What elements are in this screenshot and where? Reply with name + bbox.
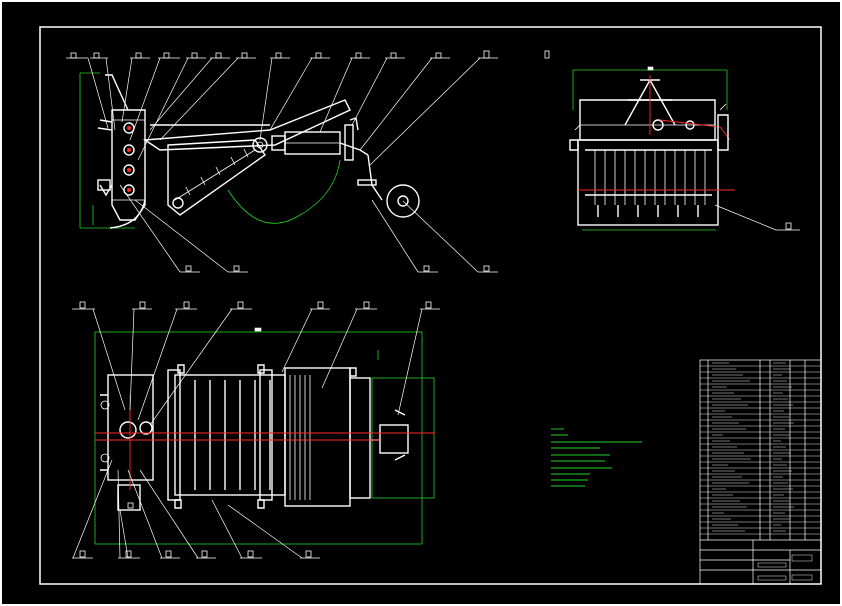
working-radius-arc — [227, 159, 341, 224]
title-block — [699, 359, 822, 585]
swing-arm — [167, 139, 266, 216]
callout-tag — [351, 52, 405, 126]
callout-tag — [129, 52, 180, 141]
callout-tag — [149, 52, 230, 131]
callout-tag — [785, 222, 792, 230]
plan-view-callouts — [72, 301, 440, 559]
parts-list-rows — [700, 362, 821, 535]
rotor-shield-arc — [109, 199, 146, 229]
callout-tag — [134, 199, 248, 273]
rotor-drum — [174, 374, 286, 496]
parts-list — [699, 359, 822, 585]
callout-tag — [119, 502, 134, 559]
drawing-border — [39, 26, 822, 585]
callout-tag — [137, 52, 206, 161]
callout-tag — [129, 301, 152, 411]
callout-tag — [72, 301, 126, 411]
callout-tag — [397, 301, 440, 416]
callout-tag — [369, 50, 498, 166]
callout-tag — [119, 184, 200, 273]
callout-tag — [127, 469, 180, 559]
end-view-callout — [714, 204, 800, 231]
callout-tag — [319, 52, 370, 133]
support-wheel-icon — [386, 184, 420, 218]
rotor-housing — [577, 139, 719, 226]
callout-tag — [117, 469, 140, 559]
callout-tag — [211, 499, 262, 559]
side-view — [79, 72, 420, 229]
callout-tag — [66, 52, 109, 129]
callout-tag — [371, 199, 438, 273]
side-gearbox — [107, 374, 154, 481]
callout-tag — [90, 52, 116, 131]
side-view-callouts — [66, 50, 550, 273]
callout-tag — [121, 52, 150, 123]
drawbar-block — [379, 424, 409, 454]
gearbox-housing — [111, 109, 146, 221]
callout-tag — [159, 52, 256, 141]
gear-3-icon — [123, 164, 135, 176]
callout-tag — [149, 301, 252, 426]
callout-tag — [227, 504, 320, 559]
callout-tag — [137, 301, 197, 421]
technical-requirements — [551, 428, 642, 487]
callout-tag — [402, 200, 498, 273]
callout-tag — [544, 50, 550, 59]
gear-1-icon — [123, 122, 135, 134]
gear-2-icon — [123, 144, 135, 156]
callout-tag — [139, 469, 216, 559]
callout-tag — [72, 459, 113, 559]
callout-tag — [281, 301, 330, 373]
callout-tag — [321, 301, 377, 389]
end-view — [569, 66, 735, 231]
gear-4-icon — [123, 184, 135, 196]
plan-view — [94, 327, 435, 545]
callout-tag — [269, 52, 330, 131]
callout-tag — [259, 52, 290, 141]
callout-tag — [359, 52, 450, 151]
